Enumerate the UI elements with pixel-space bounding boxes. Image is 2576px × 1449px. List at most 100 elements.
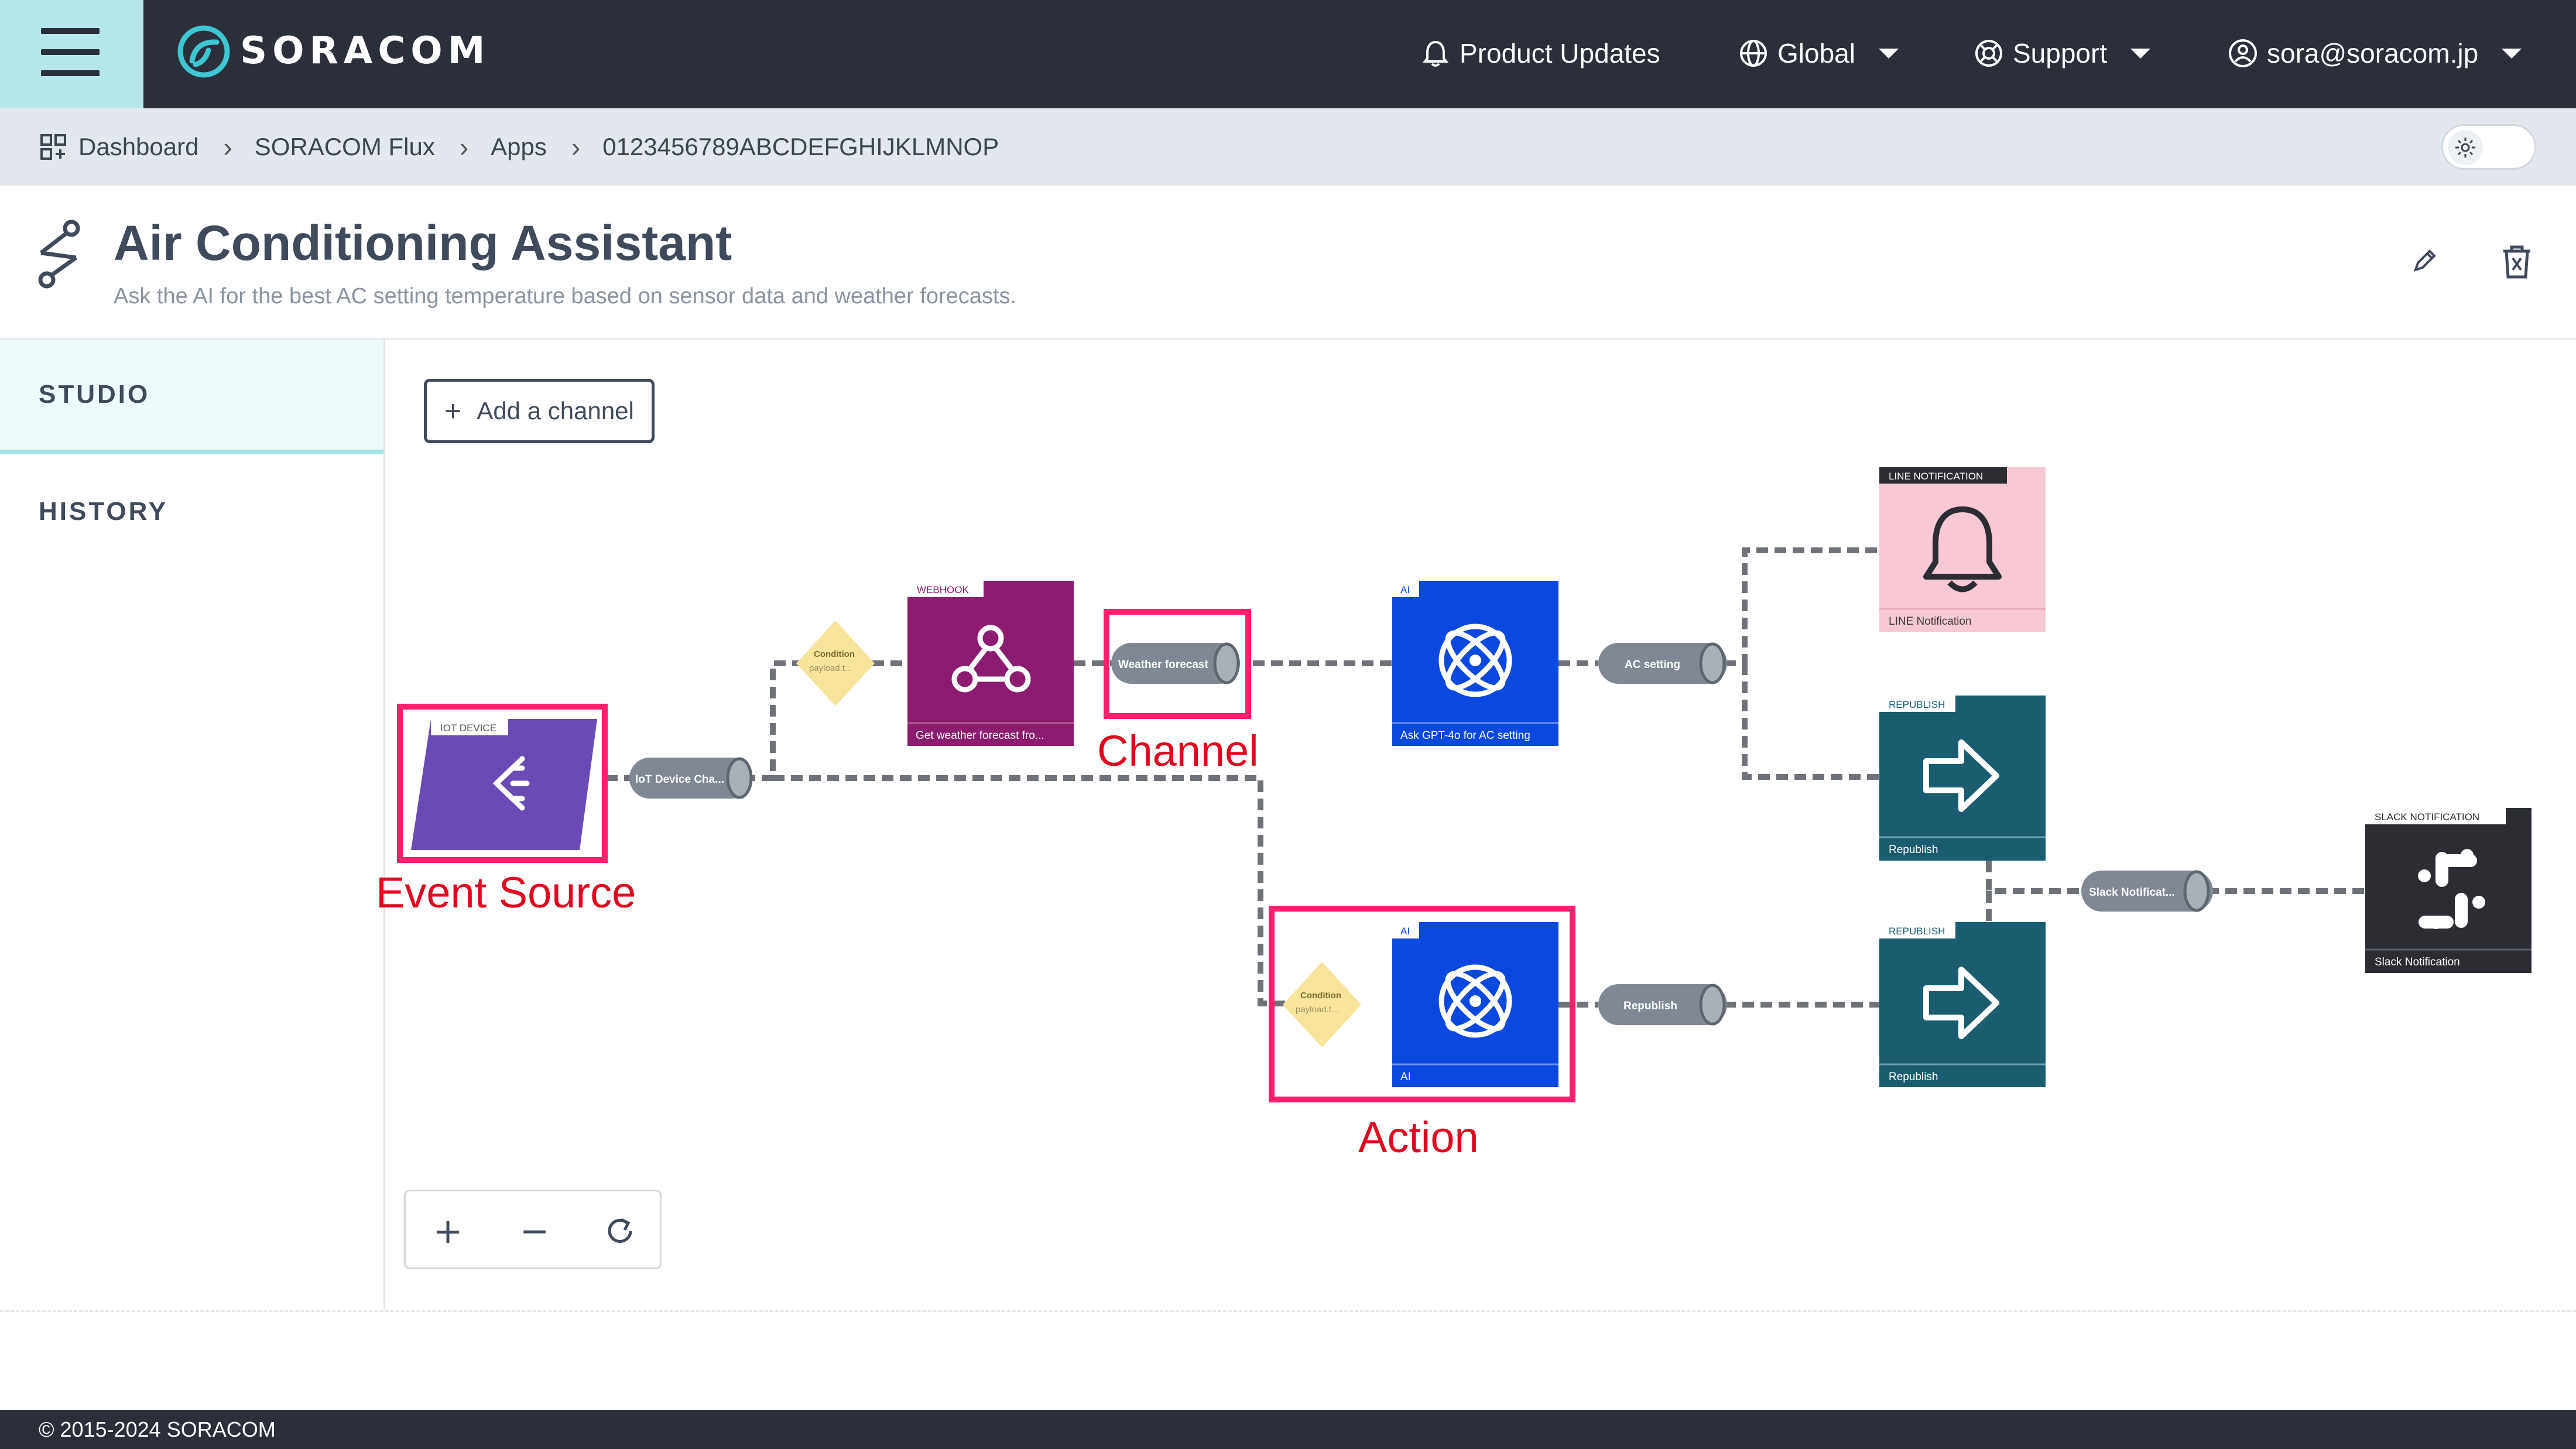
sidebar: STUDIO HISTORY (0, 340, 385, 1310)
dashboard-grid-icon (40, 134, 66, 160)
republish-tag: REPUBLISH (1889, 699, 1945, 710)
line-notification-tag: LINE NOTIFICATION (1889, 471, 1983, 482)
add-channel-button[interactable]: + Add a channel (424, 379, 655, 443)
republish-caption: Republish (1889, 844, 1938, 856)
globe-icon (1740, 40, 1767, 67)
line-notification-caption: LINE Notification (1889, 615, 1972, 628)
hamburger-menu-button[interactable] (0, 0, 143, 108)
breadcrumb-flux-link[interactable]: SORACOM Flux (254, 133, 435, 160)
ai-node[interactable]: AI Ask GPT-4o for AC setting (1392, 581, 1558, 746)
channel-ac-setting[interactable]: AC setting (1598, 642, 1727, 684)
delete-trash-icon[interactable] (2501, 244, 2533, 279)
page-header: Air Conditioning Assistant Ask the AI fo… (0, 186, 2576, 340)
footer: © 2015-2024 SORACOM (0, 1410, 2576, 1449)
flux-flow-icon (38, 220, 80, 289)
channel-slack-notification[interactable]: Slack Notificat... (2081, 870, 2213, 912)
chevron-down-icon (1878, 48, 1899, 59)
user-avatar-icon (2229, 39, 2257, 67)
iot-device-node[interactable]: IOT DEVICE (411, 719, 597, 850)
user-menu-dropdown[interactable]: sora@soracom.jp (2227, 27, 2522, 80)
slack-notification-caption: Slack Notification (2375, 956, 2460, 968)
ai-caption: AI (1400, 1071, 1411, 1083)
menu-bar-icon (41, 28, 100, 34)
channel-republish[interactable]: Republish (1598, 984, 1727, 1026)
annotation-channel: Channel (1097, 727, 1259, 775)
breadcrumb-apps-link[interactable]: Apps (491, 133, 547, 160)
chevron-down-icon (2130, 48, 2151, 59)
support-dropdown[interactable]: Support (1973, 27, 2151, 80)
page-subtitle: Ask the AI for the best AC setting tempe… (114, 284, 1017, 309)
arrow-right-icon (1923, 967, 1999, 1039)
republish-node[interactable]: REPUBLISH Republish (1879, 922, 2046, 1087)
breadcrumb-bar: Dashboard › SORACOM Flux › Apps › 012345… (0, 108, 2576, 186)
zoom-controls: + − (404, 1190, 662, 1269)
ai-node[interactable]: AI AI (1392, 922, 1558, 1087)
condition-title: Condition (1300, 991, 1341, 1001)
tab-studio[interactable]: STUDIO (0, 340, 383, 454)
ai-caption: Ask GPT-4o for AC setting (1400, 729, 1530, 742)
chevron-down-icon (2502, 48, 2522, 59)
slack-notification-tag: SLACK NOTIFICATION (2375, 811, 2479, 823)
annotation-event-source: Event Source (376, 868, 636, 917)
add-channel-label: Add a channel (477, 397, 634, 424)
webhook-caption: Get weather forecast fro... (916, 729, 1044, 742)
atom-icon (1438, 624, 1512, 697)
arrow-right-icon (1923, 739, 1999, 812)
copyright-text: © 2015-2024 SORACOM (39, 1417, 276, 1441)
sun-icon (2448, 130, 2483, 165)
condition-node[interactable]: Condition payload.t... (796, 621, 875, 706)
breadcrumb: Dashboard › SORACOM Flux › Apps › 012345… (39, 108, 999, 186)
user-email: sora@soracom.jp (2267, 38, 2479, 68)
edit-pencil-icon[interactable] (2411, 246, 2439, 275)
lifebuoy-icon (1975, 40, 2002, 67)
channel-iot-label: IoT Device Cha... (635, 773, 724, 786)
atom-icon (1438, 964, 1512, 1038)
content-divider (0, 1310, 2576, 1312)
republish-tag: REPUBLISH (1889, 926, 1945, 937)
refresh-icon (608, 1218, 632, 1243)
condition-title: Condition (814, 649, 855, 659)
support-label: Support (2013, 38, 2108, 68)
brand-name[interactable]: SORACOM (240, 29, 491, 73)
breadcrumb-dashboard-link[interactable]: Dashboard (78, 133, 199, 160)
republish-node[interactable]: REPUBLISH Republish (1879, 696, 2046, 861)
bell-icon (1422, 40, 1449, 67)
annotation-highlights (397, 609, 1575, 1102)
line-notification-node[interactable]: LINE NOTIFICATION LINE Notification (1879, 467, 2046, 632)
condition-expression: payload.t... (1296, 1005, 1338, 1015)
ai-tag: AI (1400, 926, 1410, 937)
plus-icon: + (444, 395, 462, 427)
zoom-in-button[interactable]: + (433, 1211, 463, 1252)
channel-slack-label: Slack Notificat... (2089, 886, 2175, 899)
product-updates-link[interactable]: Product Updates (1420, 27, 1660, 80)
tab-history[interactable]: HISTORY (39, 497, 169, 526)
channel-weather-forecast[interactable]: Weather forecast (1111, 642, 1240, 684)
slack-notification-node[interactable]: SLACK NOTIFICATION Slack Notification (2365, 808, 2532, 973)
webhook-node[interactable]: WEBHOOK Get weather forecast fro... (907, 581, 1074, 746)
soracom-logo-icon[interactable] (176, 23, 232, 80)
region-dropdown[interactable]: Global (1738, 27, 1899, 80)
condition-expression: payload.t... (809, 663, 852, 673)
page-title: Air Conditioning Assistant (114, 215, 732, 270)
iot-device-tag: IOT DEVICE (440, 722, 496, 734)
channel-iot-device[interactable]: IoT Device Cha... (629, 757, 753, 799)
chevron-right-icon: › (223, 132, 232, 162)
theme-toggle[interactable] (2441, 124, 2536, 170)
annotation-action: Action (1358, 1113, 1479, 1162)
connector-lines (606, 547, 2365, 1008)
slack-icon (2418, 849, 2485, 929)
data-source-icon (492, 756, 530, 811)
top-bar: SORACOM Product Updates Global Support (0, 0, 2576, 108)
menu-bar-icon (41, 70, 100, 76)
reset-view-button[interactable] (579, 1191, 661, 1271)
ai-tag: AI (1400, 584, 1410, 595)
channel-ac-label: AC setting (1625, 659, 1680, 671)
menu-bar-icon (41, 49, 100, 55)
republish-caption: Republish (1889, 1071, 1938, 1083)
webhook-icon (951, 625, 1031, 693)
condition-node[interactable]: Condition payload.t... (1283, 962, 1361, 1047)
zoom-out-button[interactable]: − (519, 1211, 550, 1252)
channel-weather-label: Weather forecast (1118, 659, 1208, 671)
channel-republish-label: Republish (1623, 1000, 1677, 1012)
region-label: Global (1777, 38, 1855, 68)
